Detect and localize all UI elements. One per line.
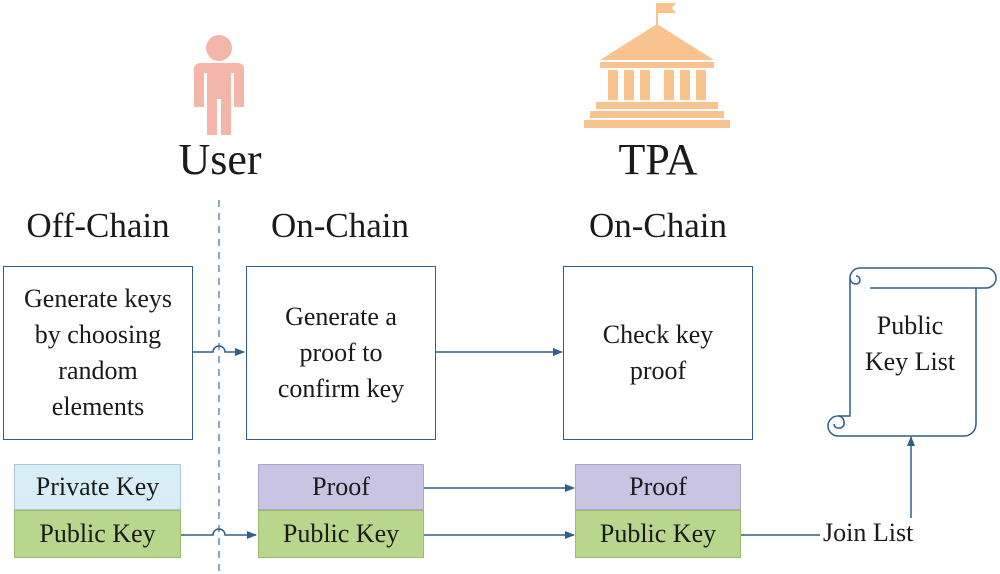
proof-block-tpa: Proof [575,464,741,510]
tpa-building-icon [584,3,730,128]
public-key-block-tpa: Public Key [575,510,741,558]
proof-block-user: Proof [258,464,424,510]
user-person-icon [194,35,244,135]
user-title: User [178,135,262,184]
check-proof-box: Check key proof [563,266,753,440]
private-key-block: Private Key [14,464,181,510]
arrow-keys-to-proof [193,345,245,356]
public-key-block-offchain: Public Key [14,510,181,558]
check-proof-text: Check key proof [602,320,714,385]
tpa-title: TPA [618,135,698,184]
on-chain-user-heading: On-Chain [270,206,410,245]
generate-proof-box: Generate a proof to confirm key [246,266,436,440]
arrow-public-key-to-onchain [181,528,257,539]
public-key-list-label: Public Key List [864,311,956,376]
public-key-block-user: Public Key [258,510,424,558]
generate-keys-box: Generate keys by choosing random element… [3,266,193,440]
generate-keys-text: Generate keys by choosing random element… [24,284,172,421]
scroll-icon [827,267,997,437]
generate-proof-text: Generate a proof to confirm key [277,302,405,403]
off-chain-heading: Off-Chain [26,206,170,245]
on-chain-tpa-heading: On-Chain [588,206,728,245]
join-list-label: Join List [823,518,914,547]
